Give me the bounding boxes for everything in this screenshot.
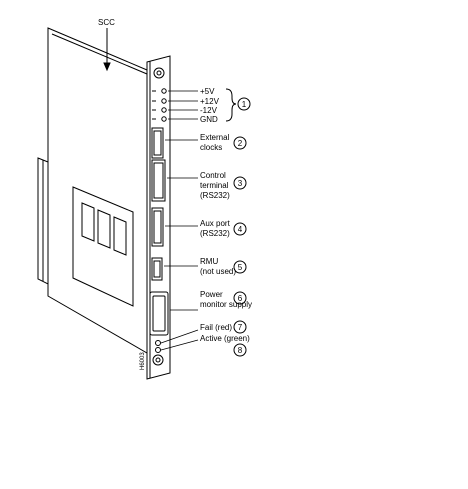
callout-number: 4 (238, 225, 243, 234)
board-label: SCC (98, 18, 115, 27)
top-screw-icon (153, 67, 165, 79)
aux-port-connector (151, 207, 164, 247)
callout-number: 1 (242, 100, 247, 109)
voltage-test-points (152, 88, 167, 122)
callout-label: (RS232) (200, 229, 230, 238)
voltage-label: GND (200, 115, 218, 124)
callout-numbers: 1 2 3 4 5 6 7 8 (238, 100, 247, 355)
callout-circle-1 (237, 97, 251, 111)
callout-circle-4 (233, 222, 247, 236)
callout-circle-8 (233, 343, 247, 357)
voltage-label: +5V (200, 87, 215, 96)
callout-label: monitor supply (200, 300, 252, 309)
test-point-icon (161, 88, 167, 94)
callout-circle-2 (233, 136, 247, 150)
control-terminal-connector (151, 159, 166, 202)
callout-label: Active (green) (200, 334, 250, 343)
callout-leaders (160, 139, 199, 351)
chip-2 (97, 209, 111, 249)
callout-label: Fail (red) (200, 323, 232, 332)
test-point-icon (161, 98, 167, 104)
callout-label: clocks (200, 143, 222, 152)
callout-label: Aux port (200, 219, 231, 228)
voltage-label: +12V (200, 97, 220, 106)
fail-led-icon (155, 340, 161, 346)
bottom-screw-icon (152, 354, 164, 366)
callout-label: RMU (200, 257, 218, 266)
callout-markers (233, 97, 251, 357)
voltage-leaders (168, 90, 198, 120)
active-led-icon (155, 347, 161, 353)
chip-area (72, 186, 134, 307)
callout-labels: External clocks Control terminal (RS232)… (200, 133, 252, 343)
callout-label: External (200, 133, 230, 142)
callout-number: 6 (238, 294, 243, 303)
callout-circle-6 (233, 291, 247, 305)
callout-label: terminal (200, 181, 229, 190)
board-label-leader (103, 28, 111, 72)
callout-number: 5 (238, 263, 243, 272)
rmu-connector (151, 257, 163, 281)
test-point-icon (161, 107, 167, 113)
callout-label: Power (200, 290, 223, 299)
callout-label: (RS232) (200, 191, 230, 200)
voltage-labels: +5V +12V -12V GND (200, 87, 220, 124)
power-monitor-connector (149, 291, 169, 336)
callout-circle-7 (233, 320, 247, 334)
chip-3 (113, 216, 127, 256)
callout-label: (not used) (200, 267, 236, 276)
callout-circle-3 (233, 176, 247, 190)
chip-1 (81, 202, 95, 242)
callout-number: 3 (238, 179, 243, 188)
callout-number: 8 (238, 346, 243, 355)
callout-number: 2 (238, 139, 243, 148)
part-number: H6003 (140, 352, 146, 370)
callout-label: Control (200, 171, 226, 180)
status-leds (155, 340, 161, 353)
voltage-label: -12V (200, 106, 218, 115)
test-point-icon (161, 116, 167, 122)
callout-circle-5 (233, 260, 247, 274)
external-clocks-connector (151, 127, 164, 159)
voltage-bracket (225, 88, 237, 122)
callout-number: 7 (238, 323, 243, 332)
